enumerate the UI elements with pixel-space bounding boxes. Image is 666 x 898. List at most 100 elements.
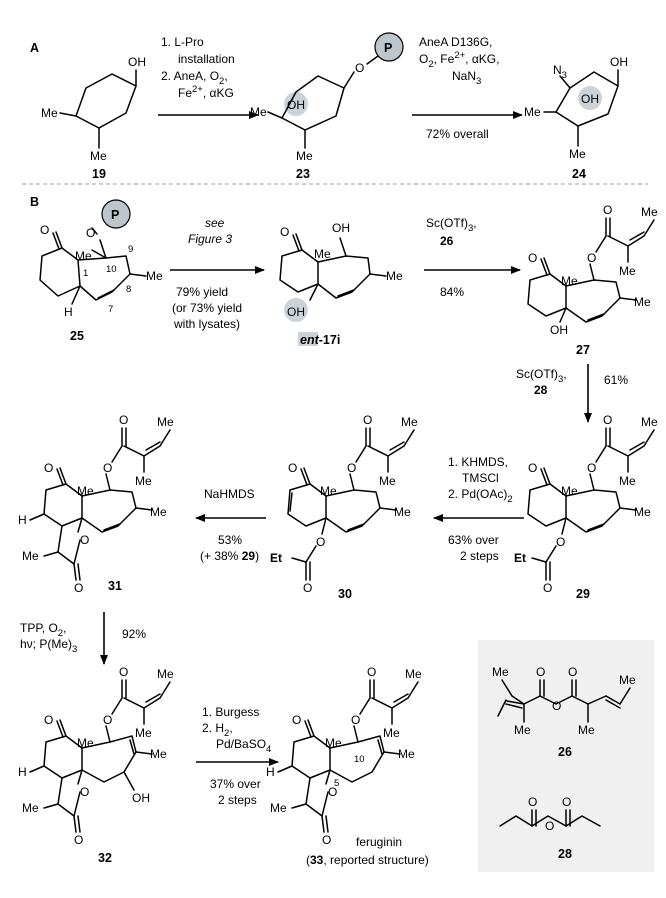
- svg-text:9: 9: [128, 244, 133, 255]
- compound-25-structure: P O O Me Me H 1 10 9 8 7: [39, 199, 163, 319]
- hydroxyl-highlight-24: [578, 86, 602, 110]
- svg-text:2 steps: 2 steps: [218, 793, 257, 807]
- svg-text:Me: Me: [634, 505, 651, 519]
- conditions-b3: Sc(OTf)3, 28 61%: [516, 367, 628, 397]
- svg-text:61%: 61%: [604, 373, 628, 387]
- compound-31-structure: O O Me Me O Me Me O H Me O: [18, 413, 174, 595]
- svg-text:Fe2+, αKG: Fe2+, αKG: [178, 84, 234, 100]
- svg-text:O: O: [74, 581, 83, 595]
- svg-text:O: O: [528, 461, 537, 475]
- svg-text:O2, Fe2+, αKG,: O2, Fe2+, αKG,: [419, 50, 499, 70]
- compound-27-label: 27: [576, 343, 590, 357]
- svg-text:Me: Me: [379, 474, 396, 488]
- svg-text:Me: Me: [296, 149, 313, 163]
- compound-29-structure: O O Me Me O Me Me O Et O: [514, 413, 658, 595]
- svg-text:P: P: [384, 41, 392, 55]
- svg-text:OH: OH: [610, 55, 628, 69]
- svg-text:Me: Me: [492, 665, 509, 679]
- svg-text:O: O: [292, 713, 301, 727]
- svg-text:H: H: [266, 765, 275, 779]
- svg-text:O: O: [44, 713, 53, 727]
- svg-text:Me: Me: [146, 269, 163, 283]
- compound-25-label: 25: [70, 329, 84, 343]
- svg-text:O: O: [355, 61, 364, 75]
- svg-text:O: O: [280, 225, 289, 239]
- svg-text:O: O: [552, 699, 561, 713]
- compound-26-label: 26: [558, 745, 572, 759]
- conditions-b4: 1. KHMDS, TMSCl 2. Pd(OAc)2 63% over 2 s…: [448, 455, 513, 563]
- svg-text:Me: Me: [398, 747, 415, 761]
- svg-text:O: O: [556, 535, 565, 549]
- protecting-group-badge: [374, 32, 404, 62]
- compound-31-label: 31: [108, 579, 122, 593]
- svg-text:Et: Et: [514, 551, 526, 565]
- svg-text:O: O: [44, 461, 53, 475]
- svg-text:O: O: [103, 461, 112, 475]
- svg-text:O: O: [328, 785, 337, 799]
- svg-text:O: O: [367, 665, 376, 679]
- svg-text:O: O: [587, 461, 596, 475]
- svg-text:(33, reported structure): (33, reported structure): [306, 853, 429, 867]
- svg-text:Sc(OTf)3,: Sc(OTf)3,: [426, 216, 477, 234]
- compound-33-label: feruginin (33, reported structure): [306, 835, 429, 867]
- svg-text:N3: N3: [553, 63, 567, 81]
- compound-27-structure: O O Me Me O Me Me OH: [527, 203, 658, 337]
- svg-text:Me: Me: [383, 726, 400, 740]
- svg-text:92%: 92%: [122, 627, 146, 641]
- compound-29-label: 29: [576, 587, 590, 601]
- conditions-a2: AneA D136G, O2, Fe2+, αKG, NaN3 72% over…: [419, 35, 499, 141]
- svg-text:Me: Me: [135, 474, 152, 488]
- svg-text:1. Burgess: 1. Burgess: [202, 705, 259, 719]
- svg-text:NaHMDS: NaHMDS: [204, 487, 255, 501]
- svg-text:O: O: [363, 413, 372, 427]
- compound-32-label: 32: [98, 851, 112, 865]
- svg-text:O: O: [562, 795, 571, 809]
- compound-24-structure: Me Me OH N3 OH: [524, 55, 628, 161]
- svg-text:O: O: [543, 581, 552, 595]
- section-label-a: A: [30, 41, 39, 55]
- hydroxyl-highlight-17i: [284, 298, 308, 322]
- svg-text:63% over: 63% over: [448, 533, 499, 547]
- compound-19-label: 19: [92, 167, 106, 181]
- svg-text:1. KHMDS,: 1. KHMDS,: [448, 455, 508, 469]
- svg-text:H: H: [64, 305, 73, 319]
- svg-text:1: 1: [83, 268, 88, 279]
- reagents-box: [478, 640, 654, 872]
- compound-30-label: 30: [338, 587, 352, 601]
- conditions-a1: 1. L-Pro installation 2. AneA, O2, Fe2+,…: [161, 35, 235, 100]
- svg-text:O: O: [545, 819, 554, 833]
- compound-28-label: 28: [558, 847, 572, 861]
- svg-text:Me: Me: [41, 106, 58, 120]
- svg-text:28: 28: [534, 383, 548, 397]
- svg-text:26: 26: [440, 234, 454, 248]
- svg-text:Me: Me: [77, 484, 94, 498]
- svg-text:O: O: [568, 665, 577, 679]
- svg-text:Me: Me: [634, 295, 651, 309]
- compound-17i-structure: O OH Me Me OH: [279, 221, 403, 322]
- svg-text:Me: Me: [578, 723, 595, 737]
- hydroxyl-highlight: [284, 92, 308, 116]
- svg-text:O: O: [603, 203, 612, 217]
- svg-text:Me: Me: [150, 747, 167, 761]
- svg-text:8: 8: [126, 284, 131, 295]
- svg-text:Me: Me: [569, 147, 586, 161]
- svg-text:Me: Me: [77, 736, 94, 750]
- svg-text:OH: OH: [332, 221, 350, 235]
- svg-text:installation: installation: [178, 52, 235, 66]
- svg-text:10: 10: [106, 264, 117, 275]
- svg-text:O: O: [316, 535, 325, 549]
- svg-text:Me: Me: [641, 205, 658, 219]
- svg-text:ent-17i: ent-17i: [300, 333, 340, 347]
- svg-text:72% overall: 72% overall: [426, 127, 489, 141]
- svg-text:O: O: [80, 785, 89, 799]
- svg-text:37% over: 37% over: [210, 777, 261, 791]
- svg-text:2 steps: 2 steps: [460, 549, 499, 563]
- svg-text:AneA D136G,: AneA D136G,: [419, 35, 492, 49]
- svg-text:Me: Me: [314, 247, 331, 261]
- svg-text:2. Pd(OAc)2: 2. Pd(OAc)2: [448, 487, 513, 505]
- svg-text:Me: Me: [405, 667, 422, 681]
- svg-text:Me: Me: [401, 415, 418, 429]
- svg-text:2. AneA, O2,: 2. AneA, O2,: [161, 69, 228, 87]
- svg-text:Me: Me: [22, 801, 39, 815]
